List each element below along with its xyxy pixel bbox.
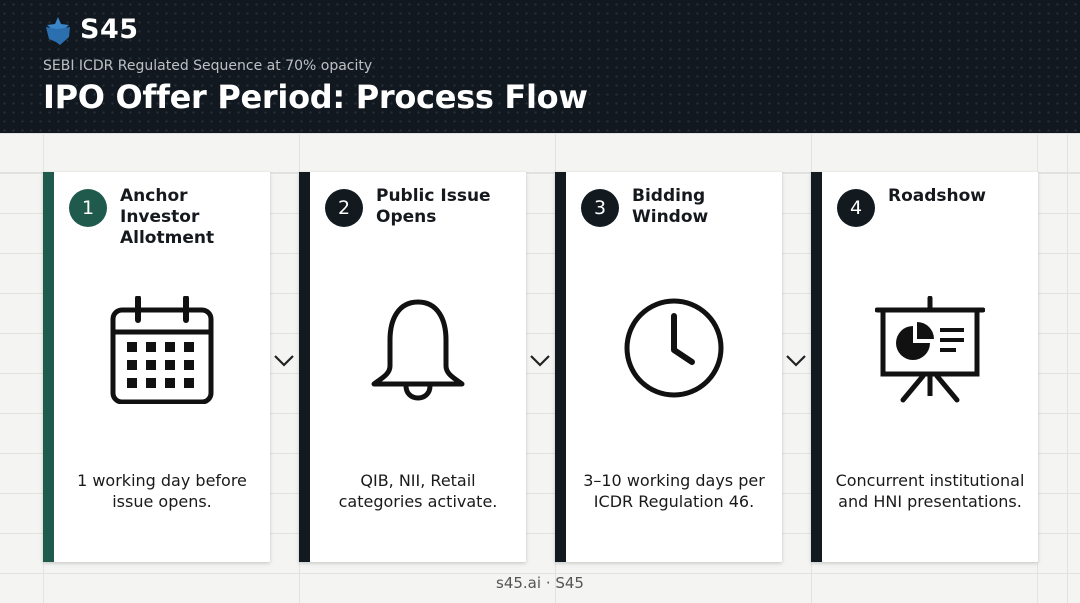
step-card-3: 3 Bidding Window 3–10 working days per I… (555, 172, 782, 562)
step-title: Public Issue Opens (376, 186, 491, 227)
step-title: Bidding Window (632, 186, 709, 227)
chevron-down-icon (786, 355, 806, 367)
brand-name: S45 (80, 14, 139, 45)
page-title: IPO Offer Period: Process Flow (43, 78, 588, 116)
step-number-badge: 4 (837, 189, 875, 227)
chevron-down-icon (274, 355, 294, 367)
header: S45 SEBI ICDR Regulated Sequence at 70% … (0, 0, 1080, 133)
step-number-badge: 1 (69, 189, 107, 227)
clock-icon (624, 298, 724, 398)
logo-icon (46, 17, 70, 45)
step-description: 1 working day before issue opens. (77, 471, 247, 511)
step-description: 3–10 working days per ICDR Regulation 46… (583, 471, 765, 511)
footer-text: s45.ai · S45 (496, 574, 584, 592)
bell-icon (371, 299, 465, 401)
step-description: Concurrent institutional and HNI present… (835, 471, 1025, 511)
step-number-badge: 3 (581, 189, 619, 227)
step-title: Roadshow (888, 186, 987, 206)
step-card-2: 2 Public Issue Opens QIB, NII, Retail ca… (299, 172, 526, 562)
grid-line (0, 172, 1080, 173)
calendar-icon (110, 296, 214, 404)
page-subtitle: SEBI ICDR Regulated Sequence at 70% opac… (43, 58, 373, 74)
step-title: Anchor Investor Allotment (120, 186, 215, 248)
step-number-badge: 2 (325, 189, 363, 227)
step-card-1: 1 Anchor Investor Allotment 1 working da… (43, 172, 270, 562)
chevron-down-icon (530, 355, 550, 367)
step-description: QIB, NII, Retail categories activate. (338, 471, 498, 511)
presentation-icon (875, 296, 985, 403)
step-card-4: 4 Roadshow Concurrent institutional and … (811, 172, 1038, 562)
